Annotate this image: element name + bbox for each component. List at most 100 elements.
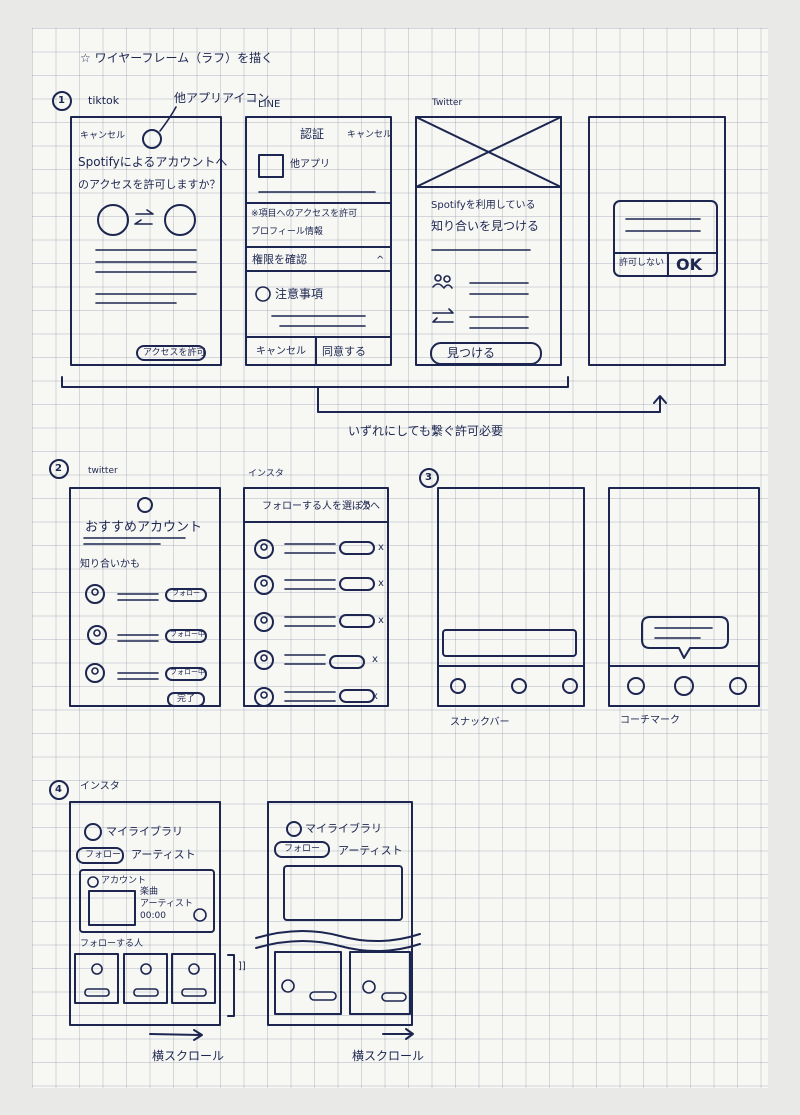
coachmark-text-lines xyxy=(654,627,713,639)
section-3-circle xyxy=(419,468,439,488)
s2-insta-close-icon-1[interactable]: x xyxy=(378,542,384,553)
tiktok-swap-arrows xyxy=(134,209,154,225)
tiktok-app-icon xyxy=(142,129,162,149)
s4-card-song: 楽曲 xyxy=(140,887,159,897)
s2-insta-close-icon-3[interactable]: x xyxy=(378,615,384,626)
section-1-bracket xyxy=(61,376,569,388)
s3-snackbar-caption: スナックバー xyxy=(450,717,510,728)
s2-insta-rows xyxy=(254,539,375,707)
s2-recommend-title: おすすめアカウント xyxy=(85,520,203,535)
s4-right-card-b-pill xyxy=(381,992,407,1002)
twitter-find-line-1: Spotifyを利用している xyxy=(431,200,536,211)
s4-right-card-a xyxy=(274,951,342,1015)
s4-left-scroll-arrow xyxy=(149,1029,203,1041)
s4-right-hero-card xyxy=(283,865,403,921)
twitter-app-label: Twitter xyxy=(432,98,463,108)
coachmark-bubble xyxy=(641,616,729,659)
s3-coachmark-frame xyxy=(608,487,760,707)
section-1-number: 1 xyxy=(58,95,65,106)
s3-tab-mid xyxy=(511,678,527,694)
s4-left-scroll-caption: 横スクロール xyxy=(152,1049,225,1063)
line-agree-button[interactable]: 同意する xyxy=(322,345,366,358)
s3-cm-tab-left xyxy=(627,677,645,695)
tiktok-avatar-right xyxy=(164,204,196,236)
tiktok-question-line-2: のアクセスを許可しますか？ xyxy=(78,178,221,191)
section-1-arrow xyxy=(317,386,667,413)
s2-twitter-rows xyxy=(85,584,207,683)
s2-insta-frame xyxy=(243,487,389,707)
s4-left-follow-tab-label[interactable]: フォロー xyxy=(85,850,122,860)
s2-follow-button-3[interactable]: フォロー中 xyxy=(170,668,205,676)
s4-right-card-a-pill xyxy=(309,991,337,1001)
s2-follow-button-1[interactable]: フォロー xyxy=(172,589,200,597)
s2-insta-close-icon-4[interactable]: x xyxy=(372,654,378,665)
s4-app-label: インスタ xyxy=(80,781,120,792)
line-access-line-1: ※項目へのアクセスを許可 xyxy=(251,209,358,219)
dialog-deny-button[interactable]: 許可しない xyxy=(619,258,665,268)
s4-right-scroll-caption: 横スクロール xyxy=(352,1049,425,1063)
s4-following-label: フォローする人 xyxy=(80,939,144,949)
s4-card-artist: アーティスト xyxy=(140,899,193,909)
s2-maybe-know-label: 知り合いかも xyxy=(80,559,140,570)
dialog-frame xyxy=(588,116,726,366)
snackbar-box xyxy=(442,629,577,657)
tiktok-avatar-left xyxy=(97,204,129,236)
line-cancel-button[interactable]: キャンセル xyxy=(256,346,306,357)
s4-left-library-icon xyxy=(84,823,102,841)
s4-right-artist-tab[interactable]: アーティスト xyxy=(338,844,403,857)
twitter-users-body xyxy=(432,283,453,289)
s4-account-card xyxy=(79,869,215,933)
s4-right-scroll-arrow xyxy=(382,1028,414,1040)
s2-insta-close-icon-5[interactable]: x xyxy=(372,691,378,702)
line-other-app-name: 他アプリ xyxy=(290,159,330,170)
twitter-image-placeholder xyxy=(415,116,562,188)
section-2-circle xyxy=(49,459,69,479)
s4-right-wave-cut xyxy=(255,930,421,952)
s2-recommend-underline xyxy=(83,537,186,545)
s3-coachmark-caption: コーチマーク xyxy=(620,715,680,726)
s4-left-artist-tab[interactable]: アーティスト xyxy=(131,848,196,861)
twitter-find-button-outline xyxy=(430,342,542,365)
tiktok-question-line-1: Spotifyによるアカウントへ xyxy=(78,155,228,169)
line-permission-row[interactable]: 権限を確認 xyxy=(252,253,307,266)
s4-right-library-icon xyxy=(286,821,302,837)
line-frame xyxy=(245,116,392,366)
section-1-caption: いずれにしても繋ぐ許可必要 xyxy=(348,424,504,438)
tiktok-cancel-link[interactable]: キャンセル xyxy=(80,131,126,141)
line-section-dividers xyxy=(245,202,392,366)
dialog-ok-button[interactable]: OK xyxy=(676,255,702,274)
twitter-sync-arrows xyxy=(432,308,454,323)
twitter-sync-lines xyxy=(469,316,529,329)
line-cancel-top-link[interactable]: キャンセル xyxy=(347,130,393,140)
s2-done-button[interactable]: 完了 xyxy=(177,694,196,704)
s4-right-follow-tab-label[interactable]: フォロー xyxy=(284,844,321,854)
twitter-user-icon-a xyxy=(434,274,442,282)
tiktok-allow-button[interactable]: アクセスを許可 xyxy=(143,348,206,358)
other-app-icon-note: 他アプリアイコン xyxy=(174,91,270,105)
s4-account-icon xyxy=(87,876,99,888)
s4-side-bracket-mark: ]] xyxy=(238,961,246,972)
section-4-circle xyxy=(49,780,69,800)
s2-follow-button-2[interactable]: フォロー中 xyxy=(170,630,205,638)
dialog-box xyxy=(613,200,718,277)
line-notice-title: 注意事項 xyxy=(275,287,324,301)
s2-insta-close-icon-2[interactable]: x xyxy=(378,578,384,589)
s2-insta-title: フォローする人を選ぼう xyxy=(262,501,372,512)
twitter-find-button[interactable]: 見つける xyxy=(447,346,496,360)
twitter-user-icon-b xyxy=(443,275,451,283)
s2-done-button-outline xyxy=(167,692,205,707)
line-app-icon xyxy=(258,154,284,178)
section-1-circle xyxy=(52,91,72,111)
tiktok-allow-button-outline xyxy=(136,345,206,361)
icon-note-pointer xyxy=(159,106,177,132)
s4-left-follow-cards xyxy=(74,953,216,1004)
s3-snackbar-frame xyxy=(437,487,585,707)
s2-insta-next-button[interactable]: 次へ xyxy=(360,501,380,512)
s3-cm-tab-mid xyxy=(674,676,694,696)
section-2-number: 2 xyxy=(55,463,62,474)
s3-cm-tab-right xyxy=(729,677,747,695)
line-permission-caret-icon[interactable]: ^ xyxy=(376,255,385,266)
s4-right-frame xyxy=(267,801,413,1026)
s2-insta-app-label: インスタ xyxy=(248,469,284,479)
